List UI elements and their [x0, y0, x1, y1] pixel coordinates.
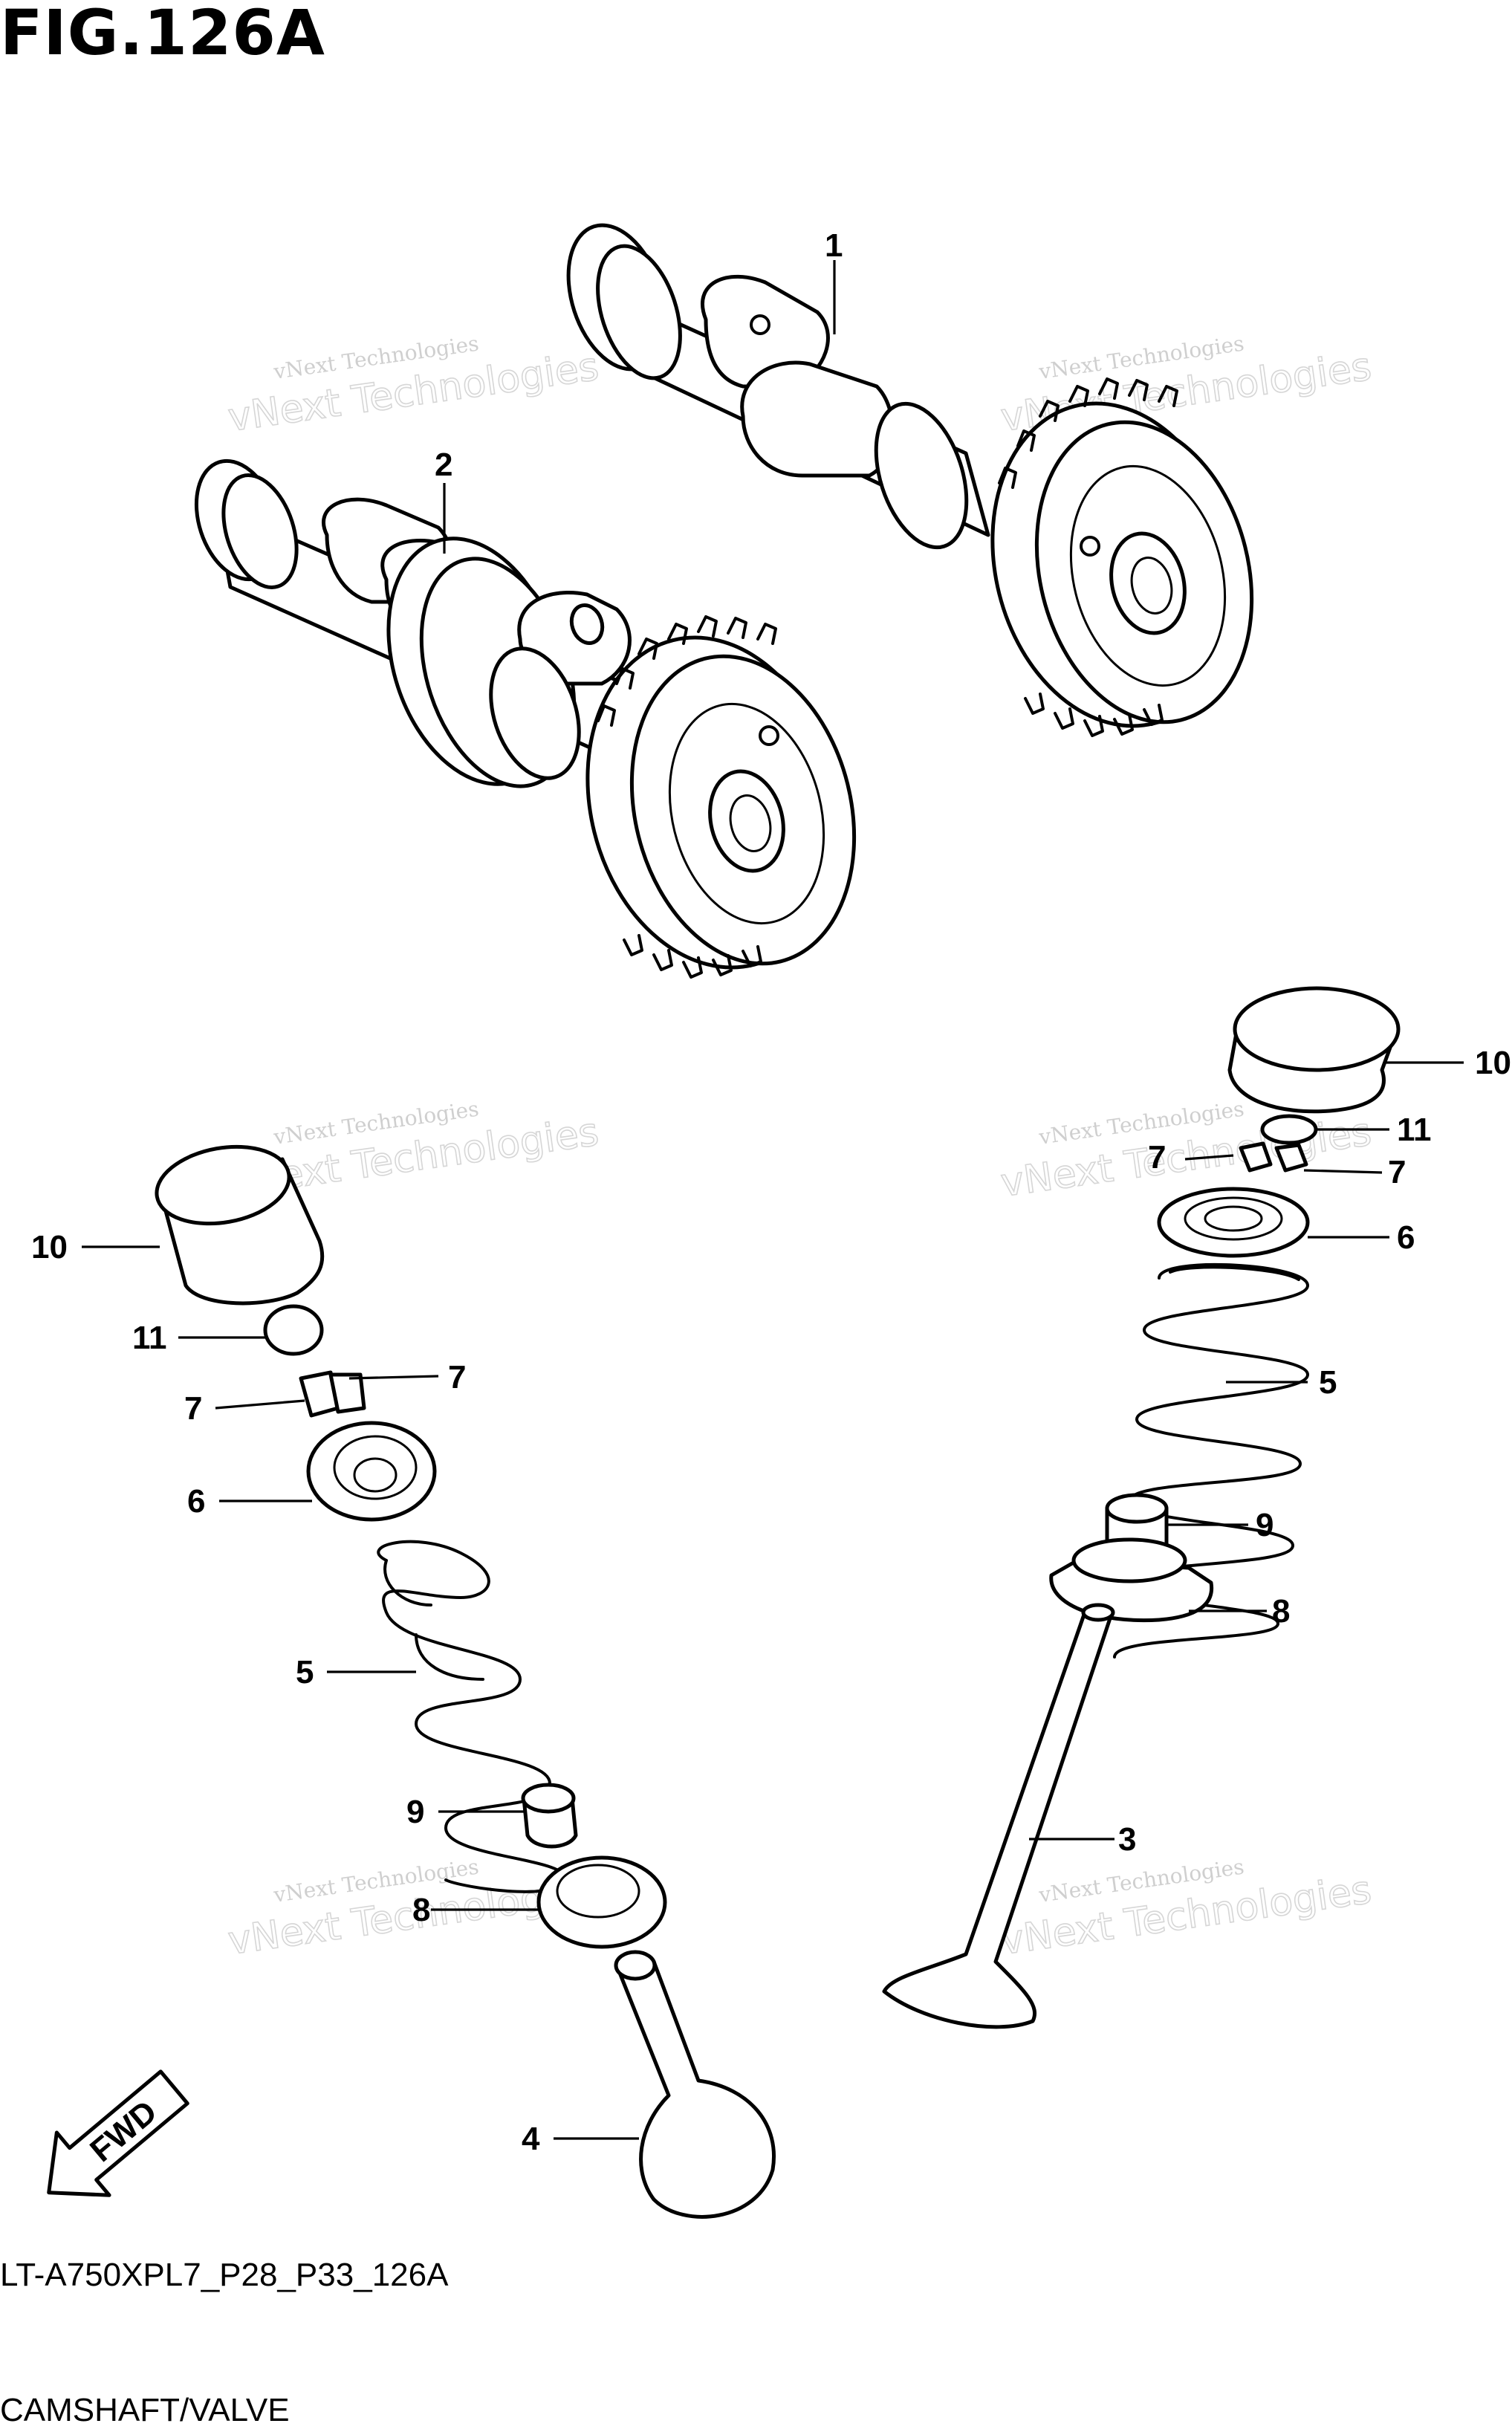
leader-lines	[82, 260, 1464, 2140]
callout-4: 4	[522, 2121, 540, 2157]
callout-labels: 1 2 10 11 7 7 6 5 9 8 3 10 11 7 7 6 5 9 …	[31, 227, 1511, 2157]
callout-8-right: 8	[1272, 1593, 1290, 1630]
callout-1: 1	[825, 227, 843, 264]
callout-11-left: 11	[132, 1320, 167, 1356]
diagram-code: LT-A750XPL7_P28_P33_126A	[0, 2257, 449, 2293]
callout-11-right: 11	[1397, 1112, 1432, 1148]
callout-9-left: 9	[406, 1794, 424, 1830]
callout-2: 2	[435, 447, 452, 483]
callout-3: 3	[1118, 1821, 1136, 1858]
callout-7-right-b: 7	[1388, 1154, 1406, 1190]
callout-10-left: 10	[31, 1229, 68, 1265]
figure-title: FIG.126A	[0, 0, 325, 69]
callout-6-left: 6	[187, 1483, 205, 1520]
fwd-arrow: FWD	[47, 2069, 189, 2197]
camshaft-1	[566, 223, 1254, 737]
callout-5-left: 5	[296, 1654, 314, 1690]
callout-6-right: 6	[1397, 1219, 1415, 1256]
callout-7-right-a: 7	[1148, 1139, 1166, 1176]
diagram-caption: CAMSHAFT/VALVE	[0, 2392, 290, 2428]
callout-7-left-b: 7	[184, 1390, 202, 1427]
right-valve-assembly	[882, 986, 1401, 2029]
callout-7-left-a: 7	[448, 1359, 466, 1395]
callout-10-right: 10	[1475, 1045, 1511, 1081]
callout-8-left: 8	[412, 1892, 430, 1928]
callout-9-right: 9	[1256, 1507, 1273, 1543]
left-valve-assembly	[155, 1144, 776, 2219]
callout-5-right: 5	[1319, 1364, 1337, 1401]
camshaft-2	[194, 458, 857, 979]
